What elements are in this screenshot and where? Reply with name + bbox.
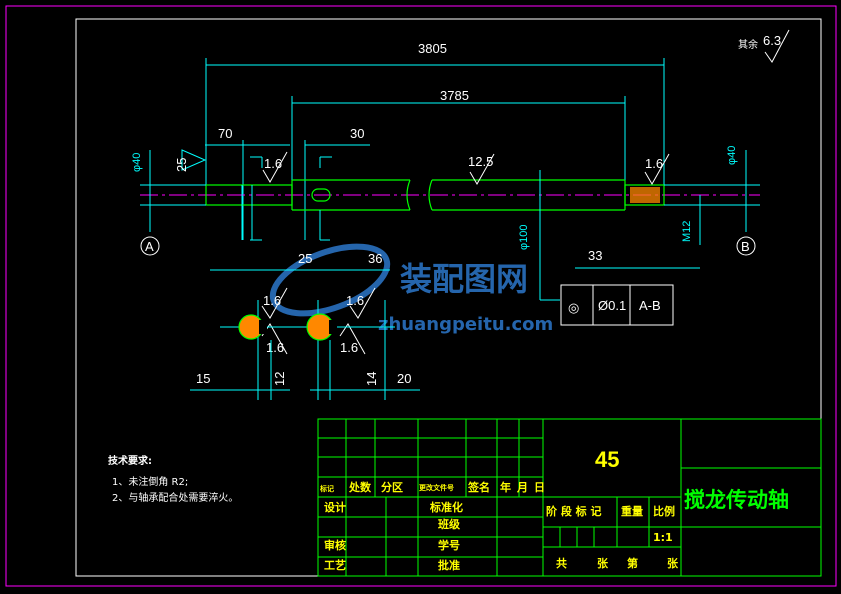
tb-month: 月 [516, 481, 528, 494]
tb-change-doc: 更改文件号 [419, 483, 454, 492]
datum-b-circle [736, 236, 756, 256]
tech-item-1: 1、未注倒角 R2; [112, 475, 188, 488]
watermark: 装配图网 zhuangpeitu.com [269, 243, 553, 335]
dim-mid-dia: φ100 [518, 225, 530, 251]
dim-thread: M12 [681, 221, 693, 242]
tb-scale: 1:1 [653, 531, 673, 544]
title-block [317, 418, 822, 577]
tb-standard: 标准化 [429, 500, 463, 514]
tb-count: 处数 [348, 480, 372, 494]
tb-check: 审核 [324, 538, 346, 552]
dim-25: 25 [298, 251, 312, 266]
tb-sheet2: 张 [667, 556, 679, 570]
ra-5: 1.6 [346, 293, 364, 308]
thread-hatch [630, 187, 660, 203]
ra-3: 1.6 [645, 156, 663, 171]
tb-scale-label: 比例 [653, 504, 675, 518]
datum-a-circle [140, 236, 160, 256]
tolerance-frame [560, 284, 674, 326]
dim-right-dia: φ40 [726, 146, 738, 165]
dim-15: 15 [196, 371, 210, 386]
ra-7: 1.6 [340, 340, 358, 355]
tb-sheet: 张 [597, 556, 609, 570]
tb-sign: 签名 [467, 480, 490, 494]
tb-no: 第 [627, 556, 638, 570]
datum-b: B [741, 239, 750, 254]
shaft-body [205, 179, 665, 211]
datum-a: A [145, 239, 154, 254]
dim-left-dia: φ40 [131, 153, 143, 172]
tb-zone: 分区 [381, 480, 403, 494]
dim-33: 33 [588, 248, 602, 263]
roughness-symbols [261, 29, 790, 355]
dim-30: 30 [350, 126, 364, 141]
dim-70: 70 [218, 126, 232, 141]
dimension-70-30 [205, 140, 370, 240]
tb-student-no: 学号 [438, 538, 460, 552]
dim-3805: 3805 [418, 41, 447, 56]
dim-36: 36 [368, 251, 382, 266]
dimension-inner-length [291, 96, 626, 185]
dim-chamfer: 25 [174, 158, 189, 172]
material: 45 [595, 447, 619, 472]
tb-day: 日 [534, 481, 545, 494]
tb-year: 年 [500, 480, 511, 494]
tol-value: Ø0.1 [598, 298, 626, 313]
ra-1: 1.6 [264, 156, 282, 171]
tech-item-2: 2、与轴承配合处需要淬火。 [112, 491, 238, 504]
watermark-url: zhuangpeitu.com [378, 314, 553, 335]
dim-20: 20 [397, 371, 411, 386]
tb-mark: 标记 [319, 484, 334, 493]
dim-3785: 3785 [440, 88, 469, 103]
roughness-note-label: 其余 [738, 38, 758, 51]
roughness-note-value: 6.3 [763, 33, 781, 48]
tb-process: 工艺 [324, 558, 346, 572]
tech-heading: 技术要求: [108, 454, 152, 467]
outer-border [5, 5, 837, 587]
tol-datum: A-B [639, 298, 661, 313]
drawing-title: 搅龙传动轴 [684, 488, 789, 512]
cross-sections [238, 313, 337, 341]
watermark-cn: 装配图网 [400, 260, 528, 298]
tb-weight: 重量 [621, 504, 643, 518]
ra-4: 1.6 [263, 293, 281, 308]
tol-symbol: ◎ [568, 300, 579, 315]
left-annotations [140, 149, 332, 241]
right-annotations [539, 150, 760, 301]
tb-total: 共 [556, 556, 567, 570]
section-dims [190, 269, 420, 400]
dim-14: 14 [364, 372, 379, 386]
ra-2: 12.5 [468, 154, 493, 169]
tb-stage-mark: 阶 段 标 记 [546, 504, 602, 518]
tb-class: 班级 [438, 517, 461, 531]
ra-6: 1.6 [266, 340, 284, 355]
tb-design: 设计 [324, 500, 346, 514]
tb-approve: 批准 [438, 558, 460, 572]
dim-12: 12 [272, 372, 287, 386]
